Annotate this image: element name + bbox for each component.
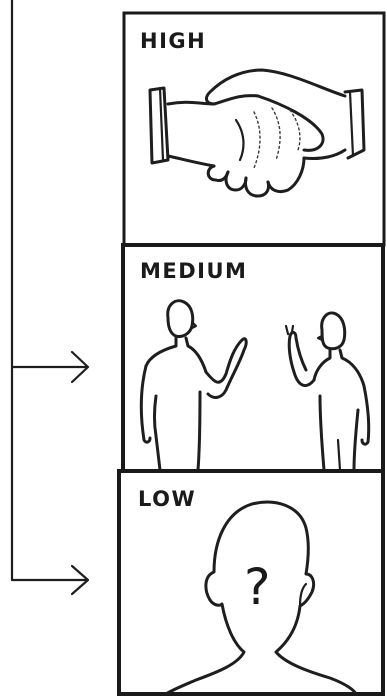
person-right-icon bbox=[286, 313, 369, 470]
panel-low: LOW ? bbox=[119, 471, 383, 694]
arrow-medium bbox=[12, 352, 88, 382]
panel-label: LOW bbox=[138, 487, 196, 511]
panel-medium: MEDIUM bbox=[123, 245, 383, 471]
handshake-icon bbox=[150, 70, 364, 196]
connector-line bbox=[12, 0, 78, 580]
panel-high: HIGH bbox=[124, 13, 384, 245]
unknown-person-icon: ? bbox=[166, 502, 356, 694]
arrow-right-icon bbox=[12, 352, 88, 382]
panel-label: MEDIUM bbox=[140, 259, 247, 283]
panel-label: HIGH bbox=[140, 29, 206, 53]
question-mark: ? bbox=[244, 558, 271, 616]
person-left-icon bbox=[141, 301, 246, 470]
